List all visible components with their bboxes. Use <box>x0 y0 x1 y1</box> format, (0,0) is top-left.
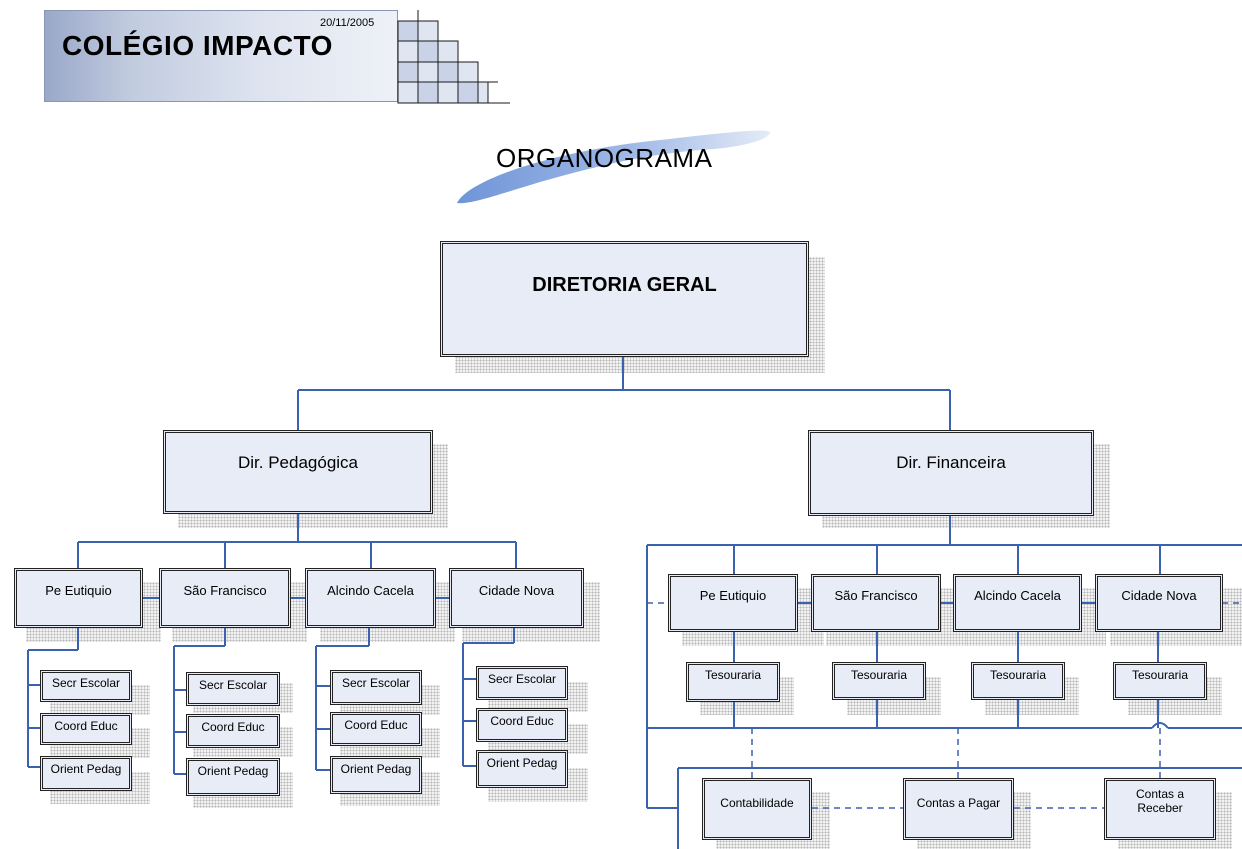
fin-tesouraria: Tesouraria <box>832 662 926 700</box>
fin-unit-cidade-nova: Cidade Nova <box>1095 574 1223 632</box>
fin-tesouraria: Tesouraria <box>971 662 1065 700</box>
ped-unit-alcindo-cacela: Alcindo Cacela <box>305 568 436 628</box>
ped-sub-secr-escolar: Secr Escolar <box>186 672 280 706</box>
fin-unit-alcindo-cacela: Alcindo Cacela <box>953 574 1082 632</box>
ped-sub-label: Orient Pedag <box>340 762 412 776</box>
fin-unit-pe-eutiquio: Pe Eutiquio <box>668 574 798 632</box>
ped-sub-label: Orient Pedag <box>197 764 269 778</box>
fin-tesouraria-label: Tesouraria <box>850 668 908 682</box>
fin-contas-a-receber: Contas a Receber <box>1104 778 1216 840</box>
ped-unit-label: Pe Eutiquio <box>45 583 112 598</box>
ped-unit-cidade-nova: Cidade Nova <box>449 568 584 628</box>
ped-sub-secr-escolar: Secr Escolar <box>476 666 568 700</box>
ped-sub-label: Secr Escolar <box>487 672 557 686</box>
diagram-title: ORGANOGRAMA <box>496 143 713 173</box>
header-grid-decoration <box>397 10 510 104</box>
fin-shared-label: Contas a Receber <box>1135 787 1185 815</box>
fin-shared-label: Contas a Pagar <box>916 796 1001 810</box>
ped-sub-coord-educ: Coord Educ <box>330 712 422 746</box>
fin-contas-a-pagar: Contas a Pagar <box>903 778 1014 840</box>
ped-sub-label: Coord Educ <box>490 714 554 728</box>
ped-unit-label: Alcindo Cacela <box>327 583 414 598</box>
ped-sub-orient-pedag: Orient Pedag <box>476 750 568 788</box>
ped-sub-orient-pedag: Orient Pedag <box>186 758 280 796</box>
ped-unit-sao-francisco: São Francisco <box>159 568 291 628</box>
school-name: COLÉGIO IMPACTO <box>62 30 333 61</box>
fin-tesouraria-label: Tesouraria <box>1131 668 1189 682</box>
ped-sub-label: Orient Pedag <box>486 756 558 770</box>
fin-tesouraria-label: Tesouraria <box>704 668 762 682</box>
ped-sub-label: Orient Pedag <box>50 762 122 776</box>
ped-sub-label: Secr Escolar <box>341 676 411 690</box>
ped-sub-orient-pedag: Orient Pedag <box>330 756 422 794</box>
ped-sub-label: Coord Educ <box>201 720 265 734</box>
ped-unit-label: Cidade Nova <box>478 583 555 598</box>
ped-sub-coord-educ: Coord Educ <box>40 713 132 745</box>
fin-tesouraria: Tesouraria <box>1113 662 1207 700</box>
dir-pedagogica-label: Dir. Pedagógica <box>237 453 359 472</box>
fin-unit-label: São Francisco <box>834 588 918 603</box>
ped-sub-coord-educ: Coord Educ <box>476 708 568 742</box>
diretoria-geral-box: DIRETORIA GERAL <box>440 241 809 357</box>
fin-unit-label: Cidade Nova <box>1121 588 1197 603</box>
fin-contabilidade: Contabilidade <box>702 778 812 840</box>
ped-sub-label: Secr Escolar <box>51 676 121 690</box>
diretoria-geral-label: DIRETORIA GERAL <box>532 274 717 296</box>
fin-unit-sao-francisco: São Francisco <box>811 574 941 632</box>
ped-sub-label: Coord Educ <box>54 719 118 733</box>
fin-shared-label: Contabilidade <box>720 796 794 810</box>
fin-tesouraria-label: Tesouraria <box>989 668 1047 682</box>
dir-pedagogica-box: Dir. Pedagógica <box>163 430 433 514</box>
ped-sub-orient-pedag: Orient Pedag <box>40 756 132 791</box>
header-badge <box>44 10 398 102</box>
ped-sub-secr-escolar: Secr Escolar <box>330 670 422 705</box>
ped-unit-label: São Francisco <box>183 583 267 598</box>
ped-sub-secr-escolar: Secr Escolar <box>40 670 132 702</box>
dir-financeira-box: Dir. Financeira <box>808 430 1094 516</box>
dir-financeira-label: Dir. Financeira <box>896 453 1006 472</box>
ped-sub-label: Secr Escolar <box>198 678 268 692</box>
fin-tesouraria: Tesouraria <box>686 662 780 702</box>
ped-unit-pe-eutiquio: Pe Eutiquio <box>14 568 143 628</box>
ped-sub-label: Coord Educ <box>344 718 408 732</box>
header-date: 20/11/2005 <box>320 17 375 29</box>
fin-unit-label: Pe Eutiquio <box>699 588 767 603</box>
ped-sub-coord-educ: Coord Educ <box>186 714 280 748</box>
fin-unit-label: Alcindo Cacela <box>974 588 1061 603</box>
